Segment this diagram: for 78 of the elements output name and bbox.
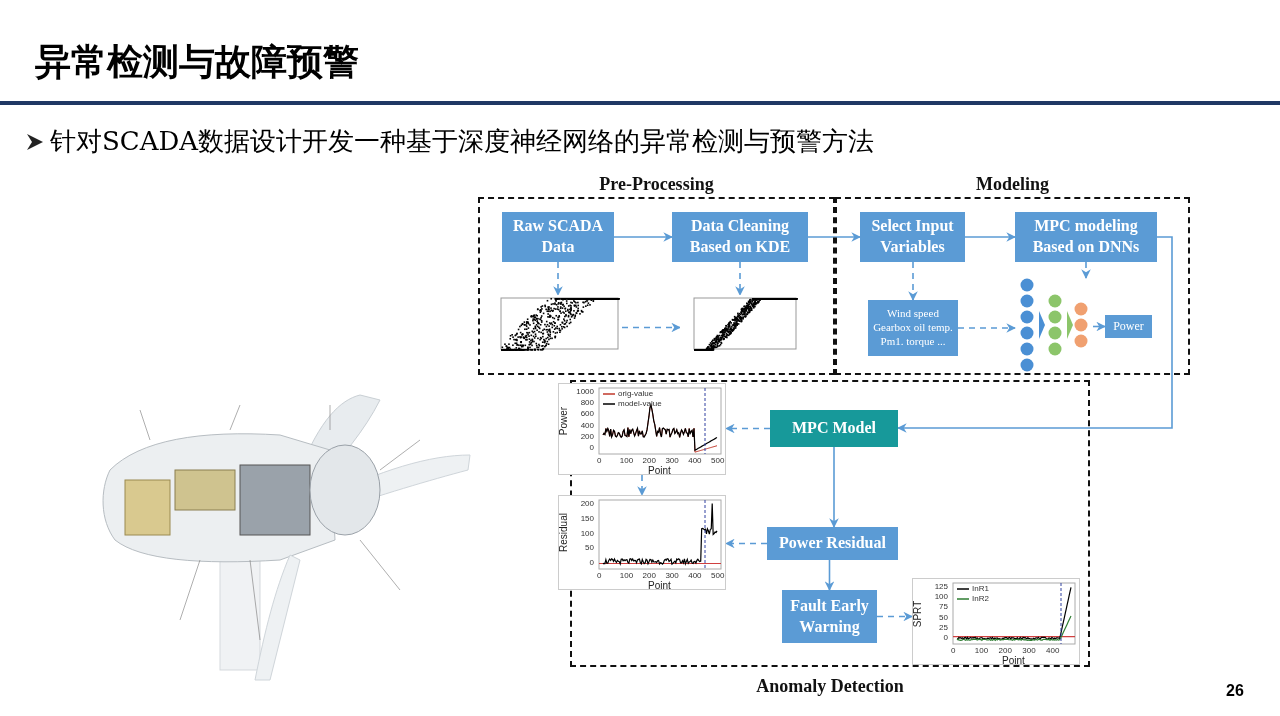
tick-label: 400	[580, 421, 594, 430]
process-box: Raw SCADA Data	[502, 212, 614, 262]
arrow	[553, 261, 563, 296]
tick-label: 50	[585, 544, 594, 553]
arrow	[807, 232, 861, 242]
group-heading: Anomaly Detection	[756, 676, 904, 696]
tick-label: 1000	[576, 388, 594, 396]
tick-label: 125	[934, 583, 948, 591]
arrow	[725, 423, 771, 434]
arrow	[621, 322, 681, 333]
line-chart	[558, 383, 726, 475]
input-variables-box: Wind speed Gearbox oil temp. Pm1. torque ...	[868, 300, 958, 356]
process-box: MPC modeling Based on DNNs	[1015, 212, 1157, 262]
tick-label: 0	[951, 647, 956, 655]
tick-label: 0	[589, 444, 594, 452]
tick-label: 100	[974, 647, 989, 655]
tick-label: 800	[580, 399, 594, 408]
arrow	[1092, 321, 1106, 332]
page-number: 26	[1226, 682, 1244, 700]
group-heading: Modeling	[976, 174, 1049, 194]
subtitle-text: 针对SCADA数据设计开发一种基于深度神经网络的异常检测与预警方法	[50, 125, 875, 158]
arrow	[829, 446, 839, 528]
axis-title: SPRT	[913, 599, 923, 629]
process-box: Data Cleaning Based on KDE	[672, 212, 808, 262]
tick-label: 0	[589, 559, 594, 567]
tick-label: 200	[642, 457, 656, 465]
tick-label: 50	[939, 613, 948, 622]
tick-label: 0	[597, 457, 602, 465]
arrow	[957, 323, 1016, 333]
arrow	[897, 236, 1173, 433]
tick-label: 100	[580, 529, 594, 538]
tick-label: 600	[580, 410, 594, 419]
arrow	[725, 538, 768, 549]
arrow	[613, 232, 673, 242]
tick-label: 150	[580, 514, 594, 523]
output-box: Power	[1105, 315, 1152, 338]
tick-label: 400	[688, 457, 702, 465]
axis-title: Point	[648, 466, 671, 476]
tick-label: 200	[642, 572, 656, 580]
arrow	[824, 559, 835, 591]
tick-label: 400	[688, 572, 702, 580]
tick-label: 300	[1022, 647, 1036, 655]
tick-label: 0	[597, 572, 602, 580]
tick-label: 500	[711, 457, 725, 465]
tick-label: 500	[711, 572, 725, 580]
legend-text: model-value	[618, 400, 662, 408]
tick-label: 400	[1046, 647, 1060, 655]
process-box: Select Input Variables	[860, 212, 965, 262]
tick-label: 0	[943, 634, 948, 642]
process-box: Power Residual	[767, 527, 898, 560]
arrow	[876, 611, 913, 622]
tick-label: 100	[934, 593, 948, 602]
line-chart	[912, 578, 1080, 665]
slide-title: 异常检测与故障预警	[35, 40, 359, 84]
arrow	[735, 261, 745, 296]
legend-text: orig-value	[618, 390, 654, 398]
arrow	[637, 474, 647, 496]
legend-text: InR2	[972, 595, 989, 603]
tick-label: 75	[939, 603, 948, 612]
arrow	[908, 261, 918, 301]
line-chart	[558, 495, 726, 590]
tick-label: 100	[619, 572, 634, 580]
tick-label: 25	[939, 623, 948, 632]
group-heading: Pre-Processing	[599, 174, 714, 194]
tick-label: 200	[580, 432, 594, 441]
axis-title: Power	[559, 405, 569, 438]
legend-text: InR1	[972, 585, 989, 593]
arrow	[964, 232, 1016, 242]
model-box: MPC Model	[770, 410, 898, 447]
tick-label: 200	[580, 500, 594, 508]
tick-label: 100	[619, 457, 634, 465]
tick-label: 300	[665, 457, 679, 465]
tick-label: 300	[665, 572, 679, 580]
axis-title: Point	[1002, 656, 1025, 666]
process-box: Fault Early Warning	[782, 590, 877, 643]
axis-title: Point	[648, 581, 671, 591]
arrow	[1081, 261, 1091, 279]
tick-label: 200	[998, 647, 1012, 655]
